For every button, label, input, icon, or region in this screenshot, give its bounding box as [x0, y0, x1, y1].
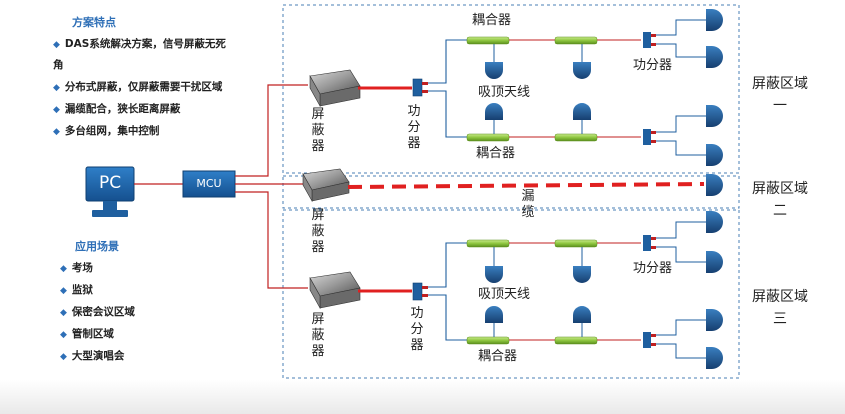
- scenario-item-5: ◆大型演唱会: [60, 350, 125, 362]
- pc-label: PC: [98, 173, 122, 193]
- zone3-end-splitter-bottom: [643, 332, 656, 348]
- wall-antenna-z2: [706, 174, 723, 196]
- mcu-label: MCU: [196, 177, 222, 190]
- diamond-bullet-icon: ◆: [53, 105, 60, 115]
- wall-antenna-z1-4: [706, 144, 723, 166]
- end-splitter-label-z3: 功分器: [633, 261, 673, 276]
- diamond-bullet-icon: ◆: [60, 352, 67, 362]
- coupler-z1-b2: [554, 133, 598, 142]
- left-panel: 方案特点 ◆DAS系统解决方案，信号屏蔽无死 角 ◆分布式屏蔽，仅屏蔽需要干扰区…: [0, 0, 290, 414]
- scenarios-title: 应用场景: [75, 240, 119, 253]
- background-fade: [0, 380, 845, 414]
- features-title: 方案特点: [72, 16, 116, 29]
- wall-antenna-z3-3: [706, 309, 723, 331]
- shield-label-3: 屏蔽器: [311, 312, 325, 359]
- zone1-end-splitter-top: [643, 32, 656, 48]
- feature-item-4: ◆多台组网，集中控制: [53, 125, 160, 137]
- coupler-z1-b1: [466, 133, 510, 142]
- ceiling-antenna-z3-2: [573, 266, 591, 283]
- wall-antenna-z3-1: [706, 211, 723, 233]
- wall-antenna-z1-2: [706, 46, 723, 68]
- shield-label-1: 屏蔽器: [311, 107, 325, 154]
- zone-3-boundary: [282, 209, 740, 379]
- zone-label-2: 屏蔽区域二: [752, 181, 808, 219]
- coupler-z3-b1: [466, 336, 510, 345]
- ceiling-antenna-z1-1: [485, 62, 503, 79]
- zone-2-boundary: [282, 175, 740, 209]
- mcu-shield1-link: [235, 84, 308, 177]
- leaky-cable-line: [347, 182, 705, 189]
- wall-antenna-z1-1: [706, 9, 723, 31]
- coupler-label-z1-bottom: 耦合器: [476, 146, 516, 161]
- feature-item-3: ◆漏缆配合，狭长距离屏蔽: [53, 103, 181, 115]
- shield-device-3: [309, 271, 361, 310]
- scenario-item-2: ◆监狱: [60, 284, 93, 296]
- coupler-label-z3-bottom: 耦合器: [478, 349, 518, 364]
- coupler-z3-b2: [554, 336, 598, 345]
- diamond-bullet-icon: ◆: [60, 286, 67, 296]
- diamond-bullet-icon: ◆: [60, 308, 67, 318]
- coupler-label-z1-top: 耦合器: [472, 13, 512, 28]
- zone-1-boundary: [282, 4, 740, 174]
- ceiling-antenna-z3-4: [573, 306, 591, 323]
- scenario-item-3: ◆保密会议区域: [60, 306, 135, 318]
- ceiling-antenna-label-z3: 吸顶天线: [478, 287, 531, 302]
- coupler-z1-t2: [554, 36, 598, 45]
- ceiling-antenna-label-z1: 吸顶天线: [478, 85, 531, 100]
- wall-antenna-z1-3: [706, 105, 723, 127]
- ceiling-antenna-z3-1: [485, 266, 503, 283]
- shield-device-2: [302, 168, 350, 203]
- splitter-label-z1: 功分器: [407, 104, 421, 151]
- feature-item-2: ◆分布式屏蔽，仅屏蔽需要干扰区域: [53, 81, 223, 93]
- diamond-bullet-icon: ◆: [60, 264, 67, 274]
- feature-item-1-cont: 角: [53, 59, 64, 71]
- feature-item-1: ◆DAS系统解决方案，信号屏蔽无死: [53, 38, 226, 50]
- wall-antenna-z3-4: [706, 347, 723, 369]
- shield-device-1: [309, 69, 361, 108]
- splitter-label-z3: 功分器: [410, 306, 424, 353]
- mcu-shield3-link: [235, 191, 308, 289]
- diamond-bullet-icon: ◆: [53, 127, 60, 137]
- wall-antenna-z3-2: [706, 251, 723, 273]
- zone3-main-splitter: [412, 282, 428, 301]
- coupler-z1-t1: [466, 36, 510, 45]
- coupler-z3-t1: [466, 239, 510, 248]
- shield-label-2: 屏蔽器: [311, 208, 325, 255]
- zone1-main-splitter: [412, 78, 428, 97]
- zone-label-3: 屏蔽区域三: [752, 289, 808, 327]
- coupler-z3-t2: [554, 239, 598, 248]
- zone3-end-splitter-top: [643, 235, 656, 251]
- leaky-cable-label: 漏缆: [521, 189, 535, 220]
- ceiling-antenna-z3-3: [485, 306, 503, 323]
- end-splitter-label-z1: 功分器: [633, 58, 673, 73]
- ceiling-antenna-z1-3: [485, 103, 503, 120]
- diamond-bullet-icon: ◆: [53, 40, 60, 50]
- ceiling-antenna-z1-2: [573, 62, 591, 79]
- zone-label-1: 屏蔽区域一: [752, 76, 808, 114]
- diamond-bullet-icon: ◆: [60, 330, 67, 340]
- zone1-end-splitter-bottom: [643, 129, 656, 145]
- scenario-item-1: ◆考场: [60, 262, 93, 274]
- scenario-item-4: ◆管制区域: [60, 328, 114, 340]
- diamond-bullet-icon: ◆: [53, 83, 60, 93]
- ceiling-antenna-z1-4: [573, 103, 591, 120]
